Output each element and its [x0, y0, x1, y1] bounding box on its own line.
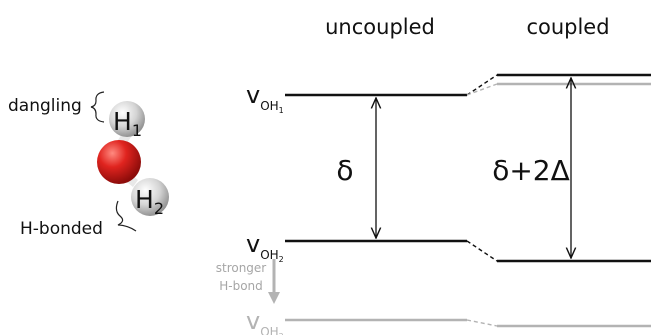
- brace-h-bonded: [115, 200, 137, 232]
- water-molecule: H1 H2: [97, 101, 169, 218]
- label-dangling: dangling: [8, 96, 82, 116]
- atom-label-h2: H2: [135, 185, 164, 218]
- oxygen-atom: [97, 140, 141, 184]
- level-label-voh1: vOH1: [246, 81, 284, 115]
- header-coupled: coupled: [526, 15, 609, 39]
- connector-upper-shifted: [466, 83, 498, 96]
- level-label-voh2: vOH2: [246, 230, 284, 264]
- annotation-h-bond: H-bond: [219, 279, 263, 293]
- annotation-stronger: stronger: [216, 261, 267, 275]
- label-h-bonded: H-bonded: [20, 219, 103, 239]
- connector-upper: [466, 74, 498, 96]
- header-uncoupled: uncoupled: [325, 15, 435, 39]
- level-label-voh2-shifted: vOH2: [246, 307, 284, 335]
- connector-lower-shifted: [466, 319, 498, 327]
- connector-lower: [466, 240, 498, 262]
- gap-label-delta-2delta: δ+2Δ: [492, 154, 570, 187]
- gap-label-delta: δ: [336, 154, 353, 187]
- hydrogen-atom-h2: [131, 178, 169, 216]
- atom-label-h1: H1: [113, 107, 142, 140]
- hydrogen-atom-h1: [109, 101, 145, 137]
- brace-dangling: [90, 91, 105, 123]
